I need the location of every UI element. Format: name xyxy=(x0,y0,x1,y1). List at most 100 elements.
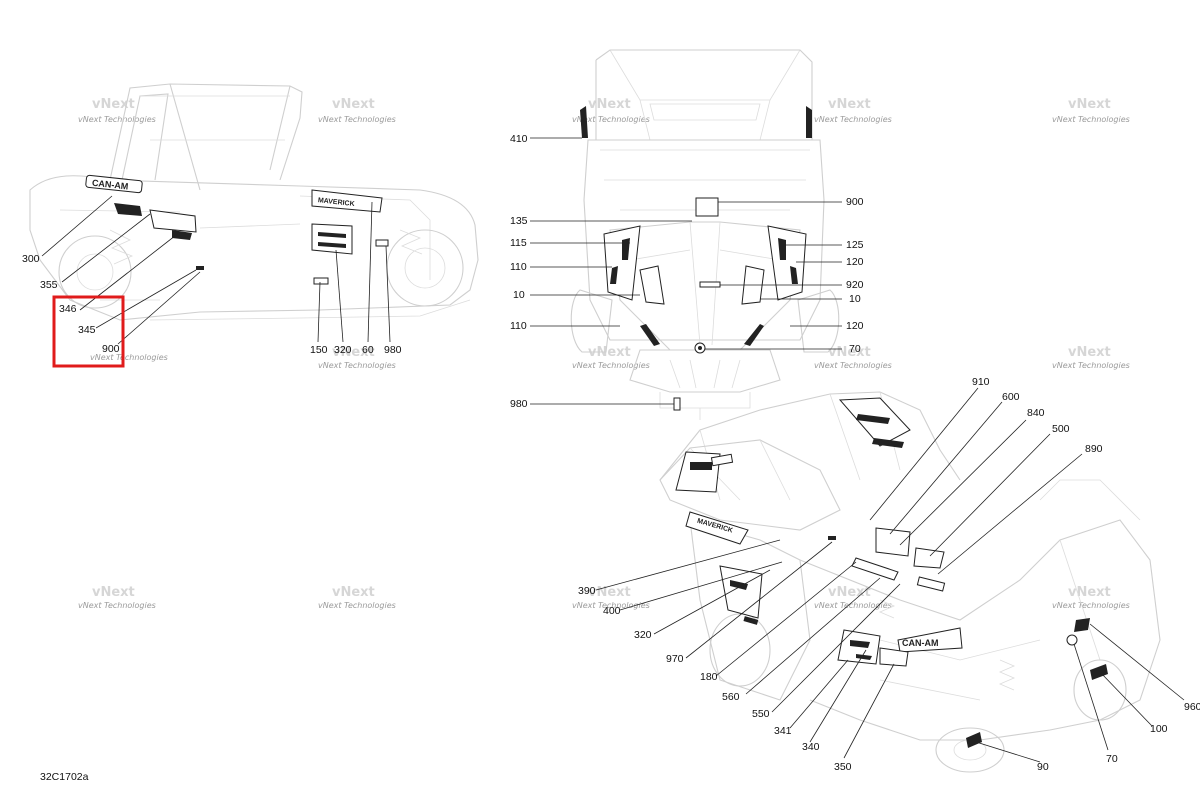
svg-text:vNext: vNext xyxy=(588,585,631,600)
svg-text:vNext: vNext xyxy=(1068,97,1111,112)
callout-label: 910 xyxy=(972,376,990,388)
callout-label: 125 xyxy=(846,239,864,251)
callout-label: 900 xyxy=(846,196,864,208)
callout-label: 120 xyxy=(846,320,864,332)
brand-emblem-iso xyxy=(1066,634,1078,646)
callout-label: 115 xyxy=(510,237,527,249)
svg-text:vNext: vNext xyxy=(588,97,631,112)
callout-label: 500 xyxy=(1052,423,1070,435)
watermark-text: vNext Technologies xyxy=(814,361,892,370)
watermark-text: vNext Technologies xyxy=(572,601,650,610)
lower-decal-980 xyxy=(673,397,681,411)
callout-label: 320 xyxy=(334,344,352,356)
callout-label: 840 xyxy=(1027,407,1045,419)
callout-label: 110 xyxy=(510,320,527,332)
small-decal xyxy=(313,277,329,285)
side-decal-front xyxy=(114,203,142,216)
callout-label: 60 xyxy=(362,344,374,356)
door-iso-decal xyxy=(719,565,763,619)
callout-label: 150 xyxy=(310,344,328,356)
callout-label: 180 xyxy=(700,671,718,683)
callout-label: 320 xyxy=(634,629,652,641)
callout-label: 890 xyxy=(1085,443,1103,455)
callout-label: 350 xyxy=(834,761,852,773)
isometric-view: MAVERICK CAN-AM xyxy=(595,387,1185,773)
center-decal-900 xyxy=(695,197,719,217)
diagram-reference: 32C1702a xyxy=(40,771,89,783)
hood-decal-left xyxy=(639,265,665,305)
door-decal xyxy=(311,223,353,255)
svg-text:vNext: vNext xyxy=(828,97,871,112)
can-am-logo-decal xyxy=(85,174,143,194)
rear-decal-960 xyxy=(1074,618,1090,632)
side-view: CAN-AM MAVERICK xyxy=(29,83,479,345)
watermark-text: vNext Technologies xyxy=(1052,601,1130,610)
callout-label: 135 xyxy=(510,215,528,227)
callout-label: 100 xyxy=(1150,723,1168,735)
svg-text:vNext: vNext xyxy=(828,585,871,600)
callout-label: 120 xyxy=(846,256,864,268)
svg-text:MAVERICK: MAVERICK xyxy=(318,197,355,208)
callout-label: 355 xyxy=(40,279,58,291)
side-decal-mid xyxy=(149,209,197,233)
svg-text:vNext: vNext xyxy=(92,585,135,600)
watermark-text: vNext Technologies xyxy=(572,115,650,124)
callout-label: 10 xyxy=(513,289,525,301)
watermark-text: vNext Technologies xyxy=(318,361,396,370)
svg-text:CAN-AM: CAN-AM xyxy=(902,638,939,648)
callout-label: 110 xyxy=(510,261,527,273)
watermark-text: vNext Technologies xyxy=(1052,115,1130,124)
side-view-labels: 300 355 346 345 900 150 320 60 980 xyxy=(22,253,402,356)
svg-text:vNext: vNext xyxy=(1068,585,1111,600)
callout-label: 70 xyxy=(1106,753,1118,765)
callout-label: 980 xyxy=(384,344,402,356)
highlight-box xyxy=(52,295,125,368)
can-am-iso-decal xyxy=(897,627,963,653)
front-left-side-panel-decal xyxy=(603,225,641,301)
callout-label: 600 xyxy=(1002,391,1020,403)
callout-label: 340 xyxy=(802,741,820,753)
svg-text:vNext: vNext xyxy=(332,585,375,600)
svg-text:vNext: vNext xyxy=(588,345,631,360)
callout-label: 90 xyxy=(1037,761,1049,773)
watermark-text: vNext Technologies xyxy=(90,353,168,362)
callout-label: 345 xyxy=(78,324,96,336)
maverick-iso-decal xyxy=(685,511,749,545)
watermark-text: vNext Technologies xyxy=(1052,361,1130,370)
dash-decal-600 xyxy=(875,527,911,557)
svg-text:vNext: vNext xyxy=(1068,345,1111,360)
dash-decal-890 xyxy=(916,576,946,592)
callout-label: 980 xyxy=(510,398,528,410)
callout-label: 70 xyxy=(849,343,861,355)
front-right-side-panel-decal xyxy=(767,225,807,301)
callout-label: 390 xyxy=(578,585,596,597)
watermark-text: vNext Technologies xyxy=(814,115,892,124)
svg-text:vNext: vNext xyxy=(332,345,375,360)
callout-label: 346 xyxy=(59,303,77,315)
front-view-labels: 410 135 115 110 10 110 980 900 125 120 9… xyxy=(510,133,864,410)
front-view xyxy=(530,49,842,420)
dash-decal-500 xyxy=(913,547,945,569)
watermark-text: vNext Technologies xyxy=(572,361,650,370)
callout-label: 900 xyxy=(102,343,120,355)
watermark-text: vNext Technologies xyxy=(318,115,396,124)
callout-label: 341 xyxy=(774,725,792,737)
isometric-view-labels: 910 600 840 500 890 390 400 320 970 180 … xyxy=(578,376,1200,773)
callout-label: 400 xyxy=(603,605,621,617)
maverick-decal xyxy=(311,189,383,213)
front-decal-410 xyxy=(580,106,588,138)
svg-text:vNext: vNext xyxy=(332,97,375,112)
callout-label: 410 xyxy=(510,133,528,145)
rear-decal-90 xyxy=(966,732,982,748)
callout-label: 920 xyxy=(846,279,864,291)
dash-decal-550 xyxy=(851,557,899,581)
svg-text:vNext: vNext xyxy=(92,97,135,112)
callout-label: 960 xyxy=(1184,701,1200,713)
watermark-text: vNext Technologies xyxy=(814,601,892,610)
callout-label: 970 xyxy=(666,653,684,665)
center-decal-920 xyxy=(699,281,721,288)
small-decal xyxy=(375,239,389,247)
watermark-text: vNext Technologies xyxy=(78,115,156,124)
